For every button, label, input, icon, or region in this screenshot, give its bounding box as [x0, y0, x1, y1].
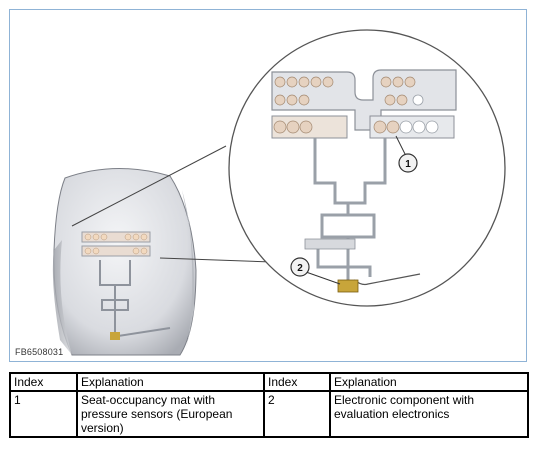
svg-text:2: 2 [297, 263, 303, 274]
cell-index-1: 1 [9, 390, 78, 438]
callout-2: 2 [290, 257, 310, 277]
cell-index-2: 2 [263, 390, 331, 438]
svg-text:1: 1 [405, 159, 411, 170]
seat-cushion [52, 167, 197, 356]
header-index-2: Index [263, 372, 331, 392]
callout-1: 1 [398, 153, 418, 173]
cell-explanation-2: Electronic component with evaluation ele… [329, 390, 529, 438]
magnifier-circle [228, 29, 506, 307]
seat-illustration: 1 2 [52, 29, 506, 356]
header-index-1: Index [9, 372, 78, 392]
figure-frame: 1 2 FB6508031 [9, 9, 527, 362]
table-header-row: Index Explanation Index Explanation [9, 372, 529, 392]
header-explanation-2: Explanation [329, 372, 529, 392]
seat-sensors-large [273, 76, 416, 134]
cell-explanation-1: Seat-occupancy mat with pressure sensors… [76, 390, 265, 438]
seat-mat-small [81, 231, 171, 338]
seat-sensors-small [84, 233, 148, 255]
legend-table-wrap: Index Explanation Index Explanation 1 Se… [9, 372, 529, 438]
callout-2-leader [305, 271, 341, 285]
figure-code: FB6508031 [15, 347, 64, 357]
evaluation-electronics-connector [337, 279, 359, 293]
table-row: 1 Seat-occupancy mat with pressure senso… [9, 390, 529, 438]
seat-connector [110, 332, 120, 340]
header-explanation-1: Explanation [76, 372, 265, 392]
seat-sensors-white [399, 94, 439, 134]
magnifier-leader-lines [71, 145, 273, 263]
legend-table: Index Explanation Index Explanation 1 Se… [9, 372, 529, 438]
